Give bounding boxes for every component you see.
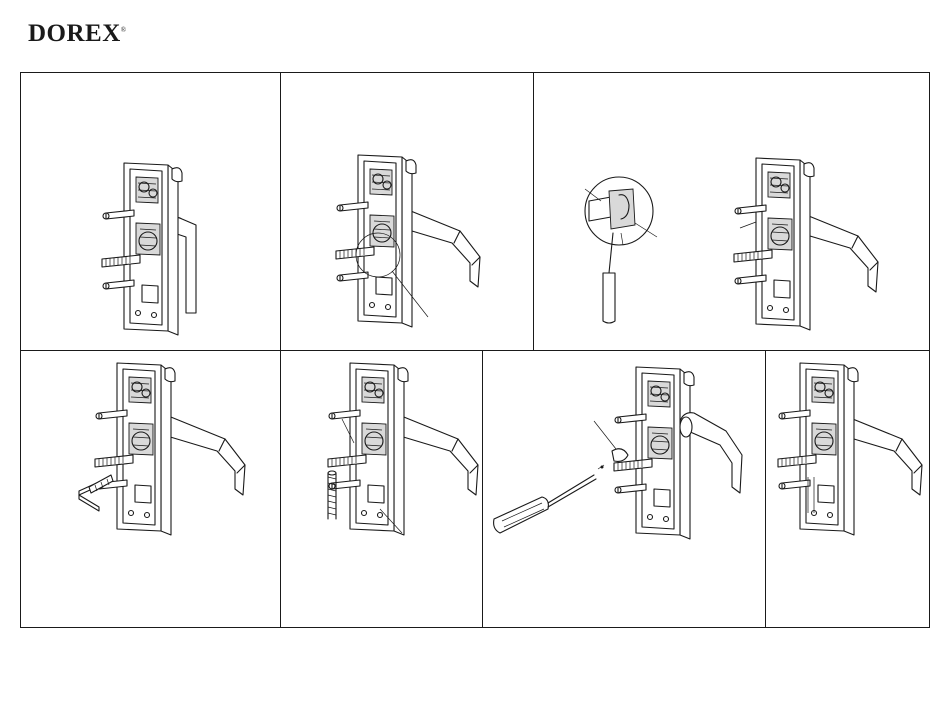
lock-body-lever-illustration — [730, 158, 880, 333]
screwdriver-cover-plate-illustration — [490, 363, 700, 543]
brand-name: DOREX — [28, 20, 121, 47]
lever-illustration-step-6 — [680, 421, 760, 501]
lock-body-lever-callout-illustration — [330, 155, 500, 325]
spindle-detail-screwdriver-illustration — [575, 175, 675, 330]
lock-body-handle-illustration — [110, 163, 220, 343]
registered-mark: ® — [121, 26, 127, 34]
assembled-lock-illustration — [780, 363, 920, 543]
spring-insert-illustration — [320, 363, 470, 543]
hex-key-screw-illustration — [75, 363, 245, 543]
brand-logo: DOREX® — [28, 20, 127, 48]
